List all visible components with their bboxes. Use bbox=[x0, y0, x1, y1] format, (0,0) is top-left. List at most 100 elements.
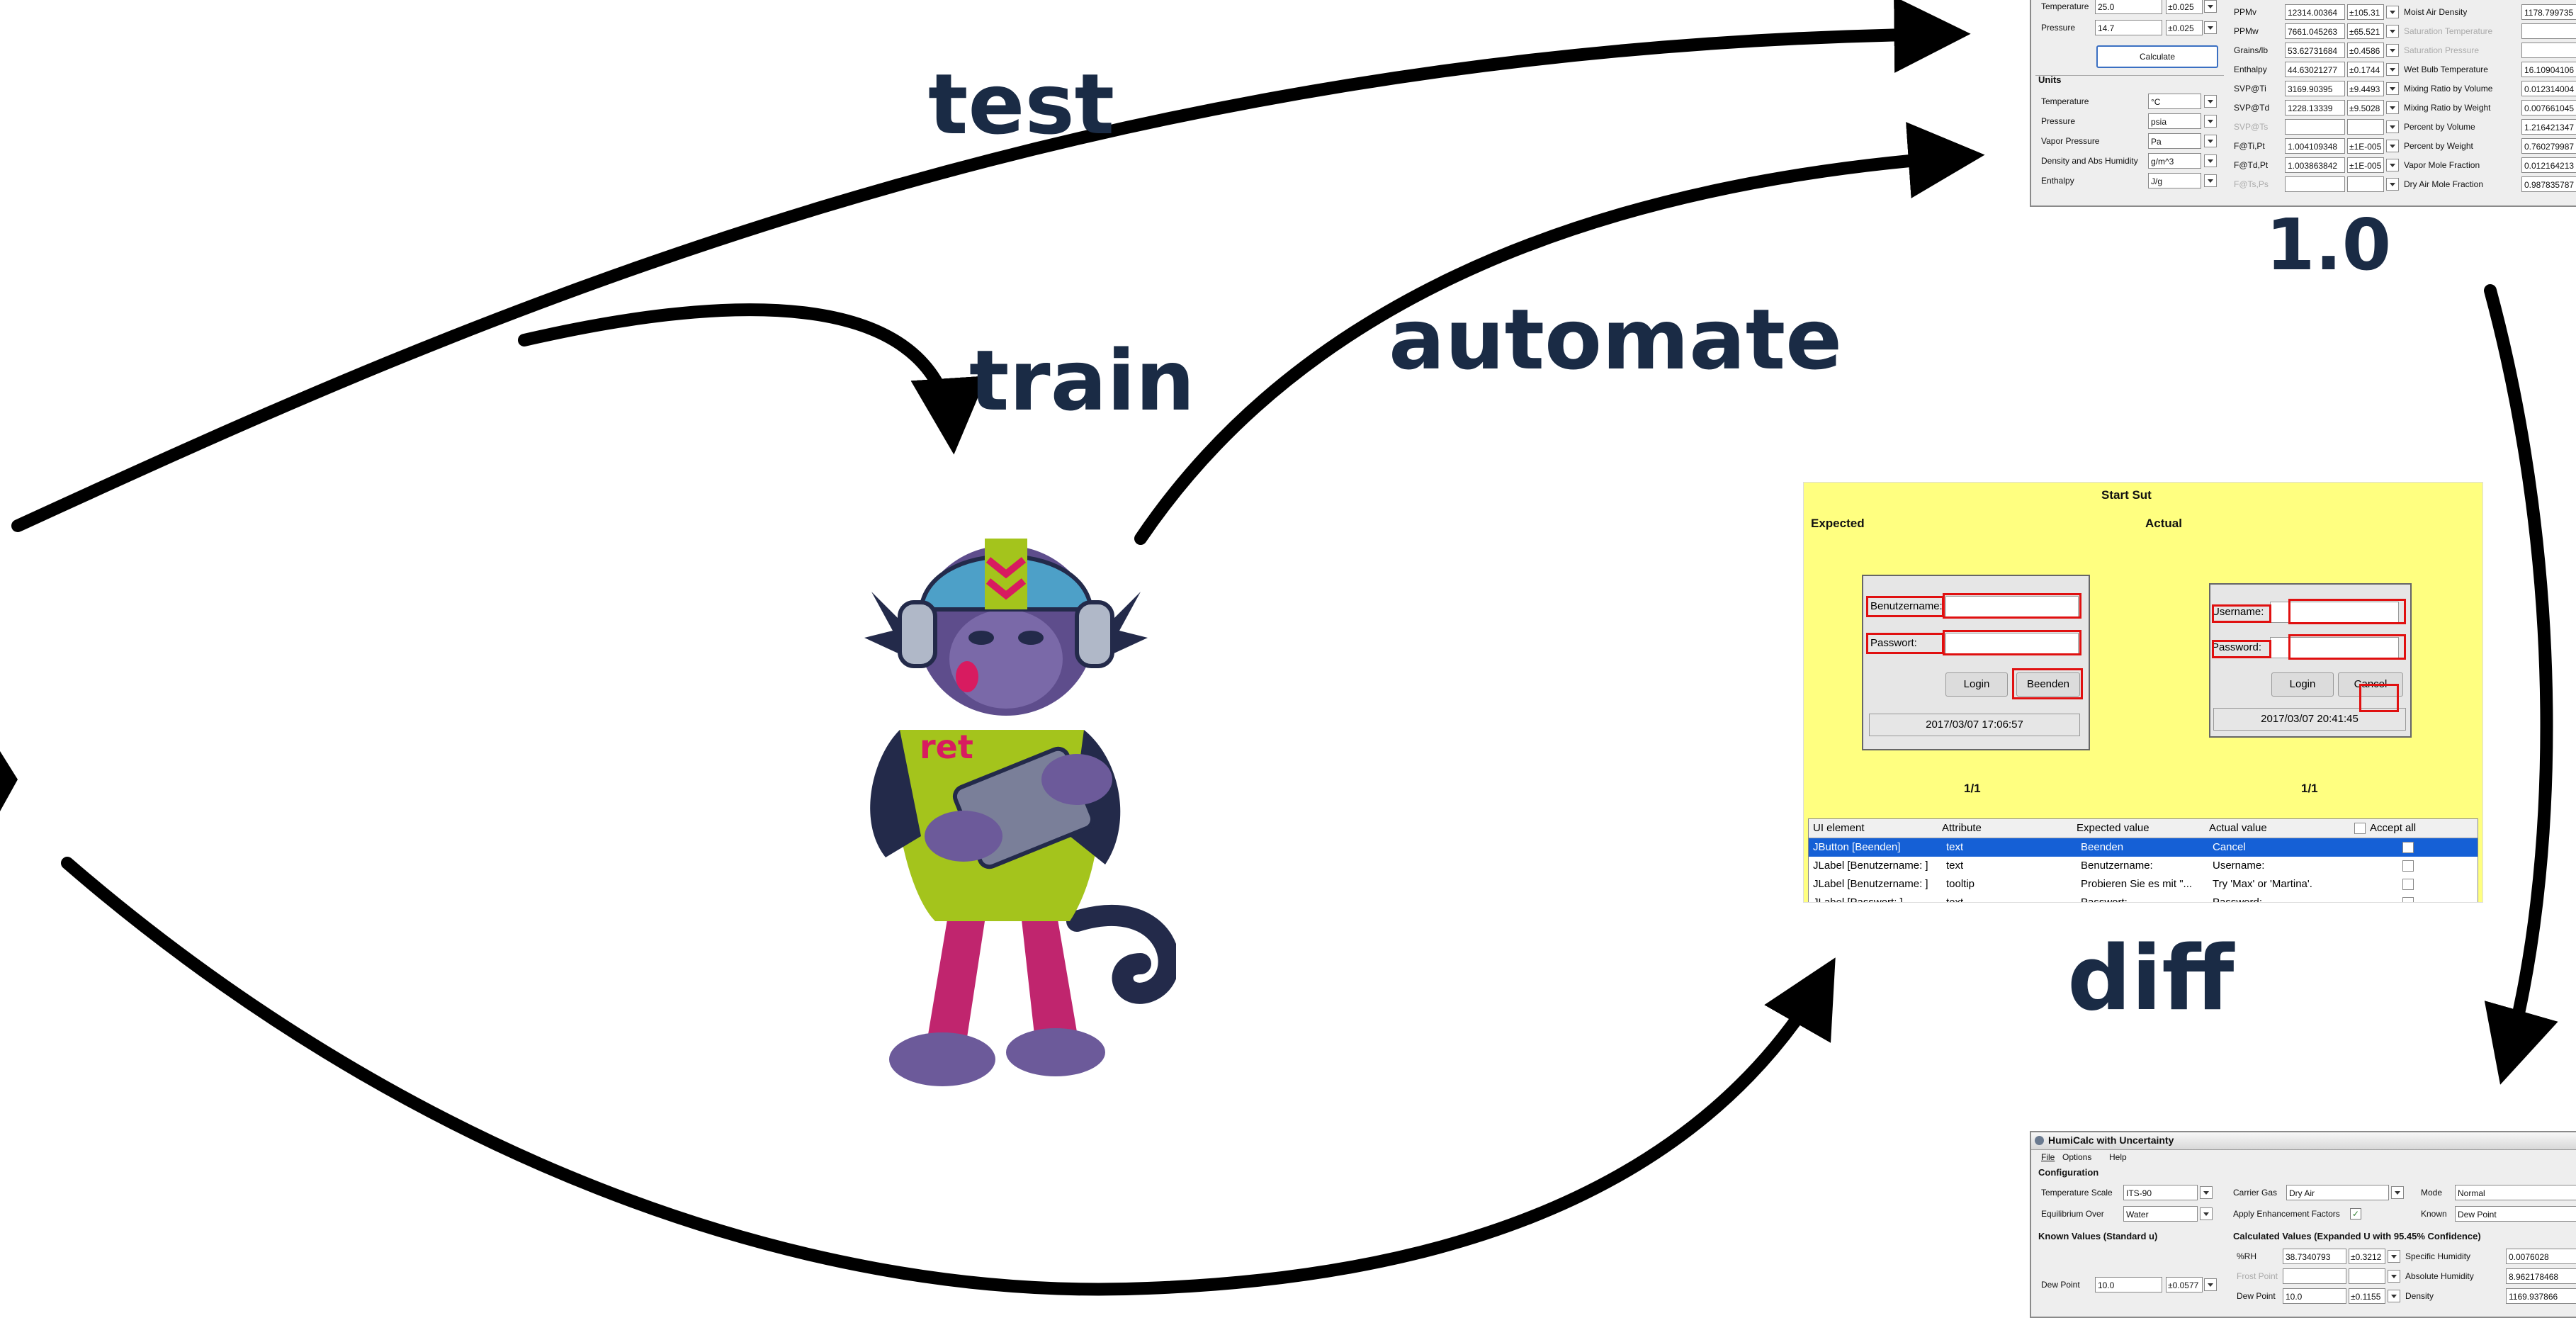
calc-uncertainty[interactable]: ±9.5028 bbox=[2347, 100, 2384, 116]
dropdown-icon[interactable] bbox=[2386, 159, 2399, 171]
accept-checkbox[interactable] bbox=[2402, 897, 2414, 902]
equilibrium-select[interactable]: Water bbox=[2123, 1206, 2198, 1222]
calc-label-secondary: Saturation Pressure bbox=[2404, 45, 2480, 55]
col-ui-element[interactable]: UI element bbox=[1813, 822, 1865, 834]
menu-options[interactable]: Options bbox=[2062, 1152, 2092, 1162]
dropdown-icon[interactable] bbox=[2386, 101, 2399, 114]
dropdown-icon[interactable] bbox=[2386, 25, 2399, 38]
dropdown-icon[interactable] bbox=[2388, 1250, 2400, 1263]
equilibrium-label: Equilibrium Over bbox=[2041, 1209, 2104, 1219]
cell-ui-element: JButton [Beenden] bbox=[1813, 841, 1901, 853]
monkey-mascot-icon: ret bbox=[864, 539, 1176, 1086]
calc-uncertainty[interactable] bbox=[2349, 1268, 2385, 1284]
calc-label: PPMw bbox=[2234, 26, 2259, 36]
unit-select[interactable]: psia bbox=[2148, 113, 2201, 129]
unit-select[interactable]: g/m^3 bbox=[2148, 153, 2201, 169]
calc-value: 12314.00364 bbox=[2285, 4, 2345, 20]
unit-select[interactable]: °C bbox=[2148, 94, 2201, 109]
calc-value-secondary: 0.760279987 bbox=[2521, 138, 2576, 154]
menu-help[interactable]: Help bbox=[2109, 1152, 2127, 1162]
expected-password-input[interactable] bbox=[1945, 633, 2079, 654]
calc-label: Enthalpy bbox=[2234, 64, 2267, 74]
calc-label: F@Ts,Ps bbox=[2234, 179, 2269, 189]
table-row[interactable]: JLabel [Benutzername: ] text Benutzernam… bbox=[1809, 857, 2478, 875]
table-row[interactable]: JLabel [Passwort: ] text Passwort: Passw… bbox=[1809, 894, 2478, 902]
dew-point-uncertainty[interactable]: ±0.0577 bbox=[2166, 1277, 2203, 1292]
dropdown-icon[interactable] bbox=[2386, 178, 2399, 191]
enhancement-checkbox[interactable]: ✓ bbox=[2350, 1208, 2361, 1220]
accept-checkbox[interactable] bbox=[2402, 842, 2414, 853]
calc-value-secondary bbox=[2521, 23, 2576, 39]
known-value-input[interactable]: 25.0 bbox=[2095, 0, 2162, 14]
actual-login-button[interactable]: Login bbox=[2271, 672, 2334, 697]
calc-label: SVP@Ts bbox=[2234, 122, 2269, 132]
dropdown-icon[interactable] bbox=[2386, 44, 2399, 57]
accept-checkbox[interactable] bbox=[2402, 879, 2414, 890]
table-row[interactable]: JButton [Beenden] text Beenden Cancel bbox=[1809, 838, 2478, 857]
calculate-button[interactable]: Calculate bbox=[2096, 45, 2218, 68]
window-titlebar: HumiCalc with Uncertainty bbox=[2031, 1132, 2576, 1150]
label-diff: diff bbox=[2067, 926, 2235, 1030]
expected-quit-button[interactable]: Beenden bbox=[2016, 672, 2080, 697]
col-expected[interactable]: Expected value bbox=[2077, 822, 2150, 834]
dropdown-icon[interactable] bbox=[2388, 1290, 2400, 1302]
temp-scale-select[interactable]: ITS-90 bbox=[2123, 1185, 2198, 1200]
calc-uncertainty[interactable]: ±105.31 bbox=[2347, 4, 2384, 20]
accept-all-checkbox[interactable] bbox=[2354, 823, 2366, 834]
col-actual[interactable]: Actual value bbox=[2209, 822, 2267, 834]
diff-review-panel: Start Sut Expected Actual Benutzername: … bbox=[1803, 482, 2483, 903]
dew-point-input[interactable]: 10.0 bbox=[2095, 1277, 2162, 1292]
app-icon bbox=[2035, 1136, 2044, 1145]
expected-login-button[interactable]: Login bbox=[1945, 672, 2008, 697]
dropdown-icon[interactable] bbox=[2386, 82, 2399, 95]
dropdown-icon[interactable] bbox=[2386, 6, 2399, 18]
diff-highlight bbox=[2212, 640, 2271, 658]
carrier-gas-select[interactable]: Dry Air bbox=[2286, 1185, 2389, 1200]
dropdown-icon[interactable] bbox=[2204, 21, 2217, 34]
calc-uncertainty[interactable]: ±0.4586 bbox=[2347, 43, 2384, 58]
dropdown-icon[interactable] bbox=[2391, 1186, 2404, 1199]
known-uncertainty[interactable]: ±0.025 bbox=[2166, 0, 2203, 14]
menu-file[interactable]: File bbox=[2041, 1152, 2055, 1162]
carrier-gas-label: Carrier Gas bbox=[2233, 1188, 2278, 1198]
dropdown-icon[interactable] bbox=[2386, 63, 2399, 76]
dropdown-icon[interactable] bbox=[2204, 135, 2217, 147]
unit-select[interactable]: Pa bbox=[2148, 133, 2201, 149]
calc-uncertainty[interactable]: ±9.4493 bbox=[2347, 81, 2384, 96]
dropdown-icon[interactable] bbox=[2204, 95, 2217, 108]
calc-uncertainty[interactable] bbox=[2347, 176, 2384, 192]
calc-value: 3169.90395 bbox=[2285, 81, 2345, 96]
dropdown-icon[interactable] bbox=[2204, 1278, 2217, 1291]
calc-uncertainty[interactable]: ±1E-005 bbox=[2347, 138, 2384, 154]
calc-value-secondary: 8.962178468 bbox=[2506, 1268, 2576, 1284]
unit-select[interactable]: J/g bbox=[2148, 173, 2201, 188]
dropdown-icon[interactable] bbox=[2204, 0, 2217, 13]
calc-uncertainty[interactable] bbox=[2347, 119, 2384, 135]
calc-uncertainty[interactable]: ±0.3212 bbox=[2349, 1249, 2385, 1264]
actual-password-input[interactable] bbox=[2270, 637, 2399, 658]
known-select[interactable]: Dew Point bbox=[2455, 1206, 2576, 1222]
dropdown-icon[interactable] bbox=[2204, 174, 2217, 187]
calc-uncertainty[interactable]: ±1E-005 bbox=[2347, 157, 2384, 173]
calc-uncertainty[interactable]: ±0.1744 bbox=[2347, 62, 2384, 77]
cell-expected: Beenden bbox=[2081, 841, 2124, 853]
table-row[interactable]: JLabel [Benutzername: ] tooltip Probiere… bbox=[1809, 875, 2478, 894]
dropdown-icon[interactable] bbox=[2386, 140, 2399, 152]
accept-checkbox[interactable] bbox=[2402, 860, 2414, 872]
dropdown-icon[interactable] bbox=[2200, 1186, 2213, 1199]
dropdown-icon[interactable] bbox=[2204, 115, 2217, 128]
col-attribute[interactable]: Attribute bbox=[1942, 822, 1982, 834]
dropdown-icon[interactable] bbox=[2200, 1207, 2213, 1220]
calc-uncertainty[interactable]: ±0.1155 bbox=[2349, 1288, 2385, 1304]
dropdown-icon[interactable] bbox=[2386, 120, 2399, 133]
dropdown-icon[interactable] bbox=[2204, 154, 2217, 167]
calc-uncertainty[interactable]: ±65.521 bbox=[2347, 23, 2384, 39]
mode-select[interactable]: Normal bbox=[2455, 1185, 2576, 1200]
known-value-input[interactable]: 14.7 bbox=[2095, 20, 2162, 35]
calc-value-secondary: 1169.937866 bbox=[2506, 1288, 2576, 1304]
diff-title: Start Sut bbox=[2101, 488, 2152, 502]
known-uncertainty[interactable]: ±0.025 bbox=[2166, 20, 2203, 35]
dropdown-icon[interactable] bbox=[2388, 1270, 2400, 1283]
diff-highlight bbox=[1943, 630, 2081, 655]
